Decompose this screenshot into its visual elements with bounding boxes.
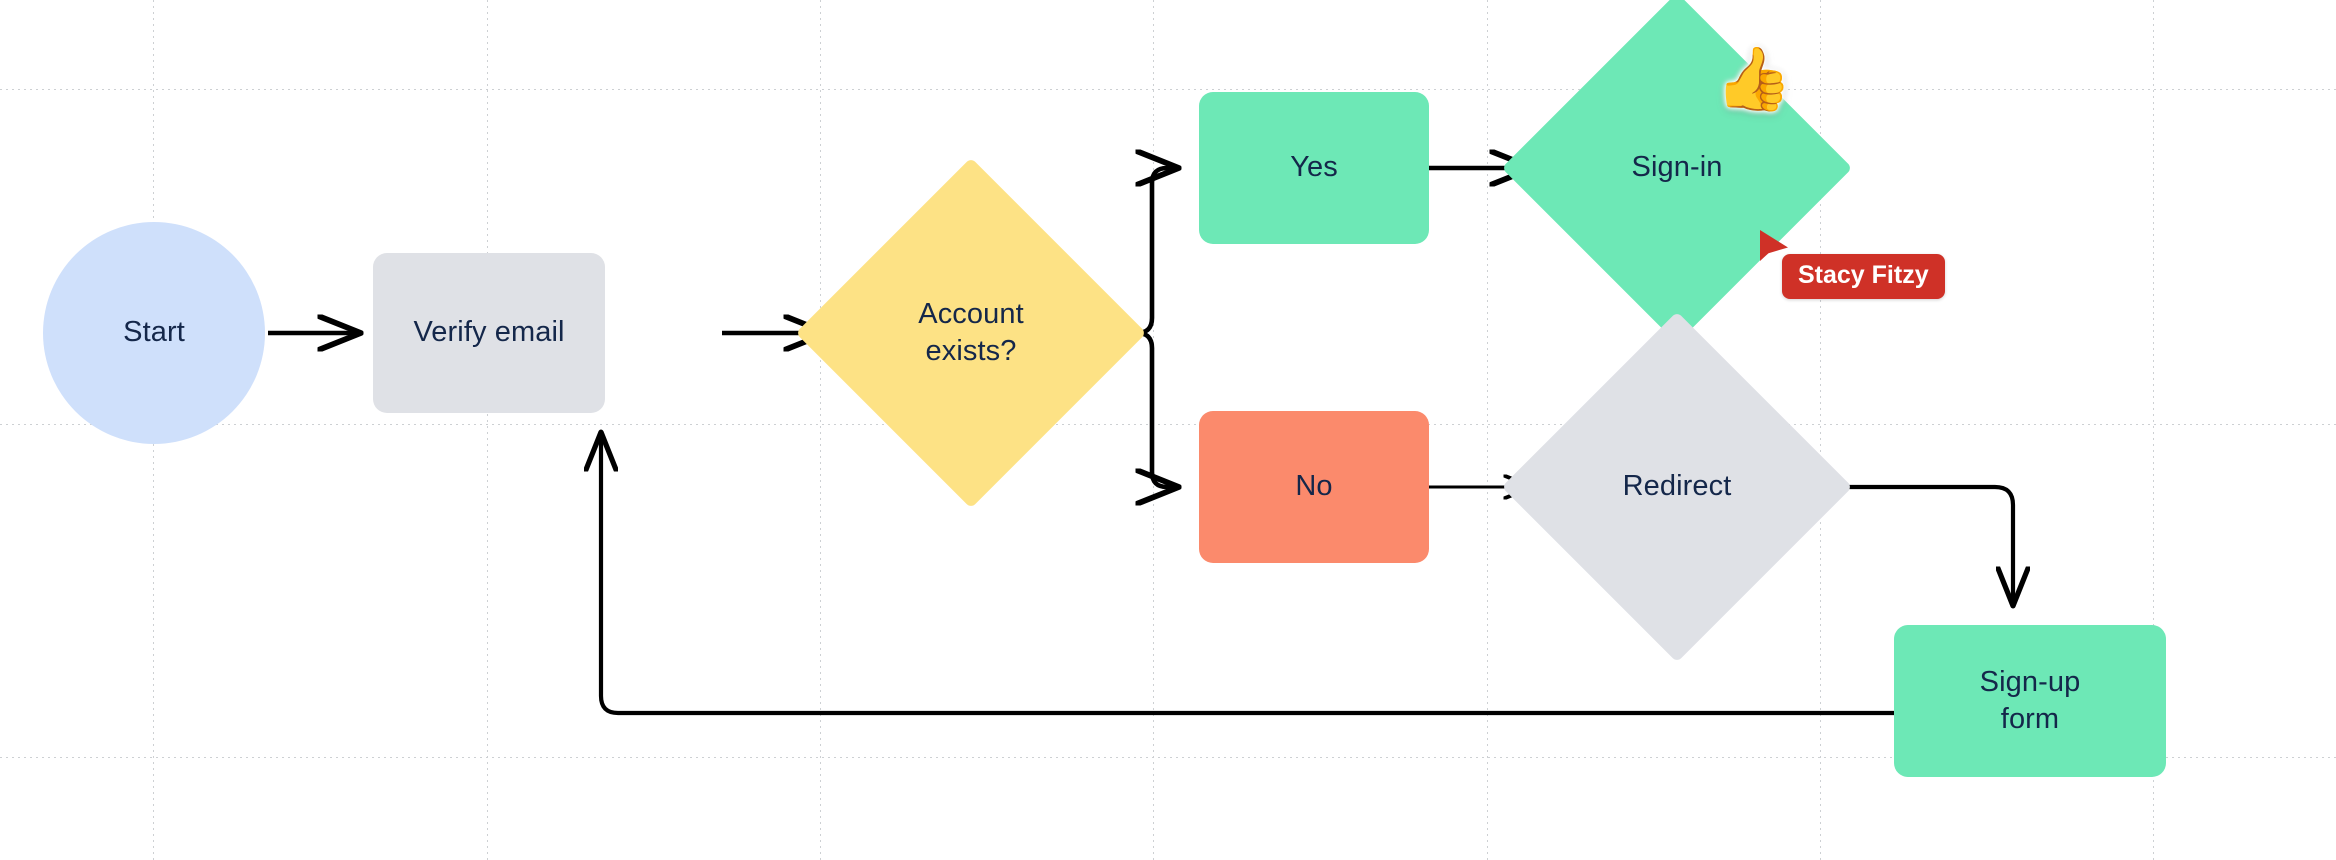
gridline-horizontal-1	[0, 424, 2336, 425]
node-verify-email-label: Verify email	[413, 316, 565, 349]
node-no-label: No	[1295, 470, 1333, 503]
node-redirect-label: Redirect	[1622, 470, 1732, 503]
node-redirect[interactable]: Redirect	[1501, 311, 1853, 663]
gridline-horizontal-0	[0, 89, 2336, 90]
node-yes[interactable]: Yes	[1199, 92, 1429, 244]
edge-account-to-yes	[1127, 168, 1178, 336]
gridline-vertical-5	[1820, 0, 1821, 860]
node-verify-email[interactable]: Verify email	[373, 253, 605, 413]
node-sign-up-form-label: Sign-up form	[1979, 665, 2081, 735]
node-start-label: Start	[123, 316, 185, 349]
edge-redirect-to-signup	[1801, 484, 2013, 605]
gridline-vertical-6	[2153, 0, 2154, 860]
node-sign-in[interactable]: Sign-in	[1501, 0, 1853, 344]
gridline-vertical-2	[820, 0, 821, 860]
thumbs-up-icon[interactable]: 👍	[1715, 45, 1793, 114]
edge-signup-to-verify	[601, 433, 1894, 716]
gridline-horizontal-2	[0, 757, 2336, 758]
gridline-vertical-1	[487, 0, 488, 860]
node-sign-in-label: Sign-in	[1631, 151, 1723, 184]
node-yes-label: Yes	[1290, 151, 1338, 184]
node-account-exists[interactable]: Account exists?	[795, 157, 1147, 509]
node-no[interactable]: No	[1199, 411, 1429, 563]
edge-account-to-no	[1127, 330, 1178, 487]
gridline-vertical-4	[1487, 0, 1488, 860]
node-start[interactable]: Start	[43, 222, 265, 444]
node-account-exists-label: Account exists?	[918, 297, 1024, 367]
node-sign-up-form[interactable]: Sign-up form	[1894, 625, 2166, 777]
